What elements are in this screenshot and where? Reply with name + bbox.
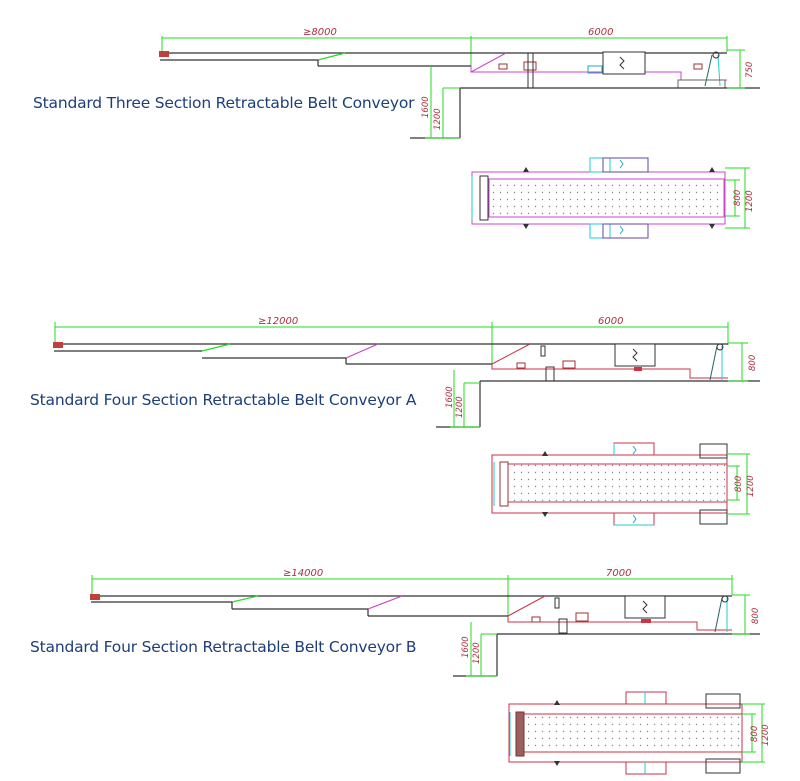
nose-1 [159, 51, 169, 57]
dim-label-body-length-2: 6000 [598, 316, 623, 327]
dim-retract-length-1 [161, 36, 728, 70]
dim-height-1 [425, 49, 745, 139]
ground-1 [410, 87, 760, 139]
dim-label-retract-3: ≥14000 [283, 568, 323, 579]
diagram-1-top-view: 800 1200 [471, 157, 755, 239]
dim-label-floor-height-3: 1200 [472, 642, 482, 664]
dim-label-body-length-1: 6000 [588, 27, 613, 38]
main-body-1 [470, 51, 727, 89]
diagram-2-top-view: 800 1200 [491, 442, 756, 526]
dim-label-floor-height-2: 1200 [455, 396, 465, 418]
dim-label-belt-width-3: 800 [750, 726, 760, 742]
dim-label-belt-width-1: 800 [733, 190, 743, 206]
dim-label-dock-height-2: 1600 [445, 386, 455, 408]
dim-label-body-length-3: 7000 [606, 568, 631, 579]
dim-label-body-height-3: 800 [751, 608, 761, 624]
diagram-2-title: Standard Four Section Retractable Belt C… [30, 391, 417, 409]
dim-label-belt-width-2: 800 [734, 476, 744, 492]
diagram-3-top-view: 800 1200 [508, 691, 771, 775]
dim-label-frame-width-3: 1200 [761, 724, 771, 746]
dim-label-frame-width-2: 1200 [746, 475, 756, 497]
diagram-3-title: Standard Four Section Retractable Belt C… [30, 638, 417, 656]
diagram-1-title: Standard Three Section Retractable Belt … [33, 94, 415, 112]
dim-label-retract-2: ≥12000 [258, 316, 298, 327]
dim-label-body-height-1: 750 [745, 62, 755, 78]
dim-label-retract-1: ≥8000 [303, 27, 337, 38]
dim-label-dock-height-3: 1600 [461, 636, 471, 658]
dim-label-body-height-2: 800 [748, 355, 758, 371]
diagram-1-side-view: ≥8000 6000 [159, 27, 760, 139]
diagram-3-side-view: ≥14000 7000 [90, 568, 761, 677]
dim-label-dock-height-1: 1600 [421, 96, 431, 118]
dim-label-floor-height-1: 1200 [433, 108, 443, 130]
dim-label-frame-width-1: 1200 [745, 190, 755, 212]
diagram-2-side-view: ≥12000 6000 [53, 316, 760, 428]
